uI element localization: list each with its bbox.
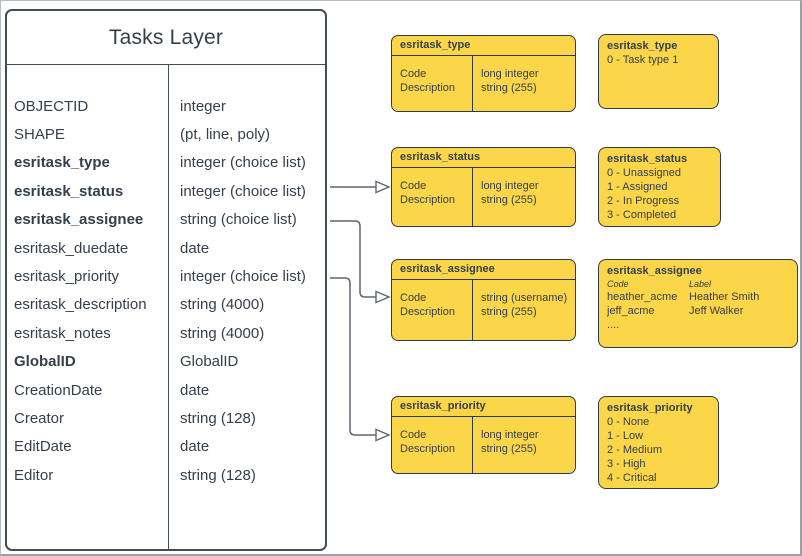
domain-value: 4 - Critical [607,472,657,484]
assignee-label: Jeff Walker [689,304,744,317]
esritask-assignee-schema-box: esritask_assignee Code Description strin… [391,259,576,341]
table-row: esritask_type integer (choice list) [7,149,325,177]
field-name: esritask_type [14,154,110,172]
field-name: esritask_description [14,296,147,314]
connector-priority [330,277,376,436]
schema-field-names: Code Description [392,56,473,111]
field-type: string (128) [180,466,256,484]
arrowhead-status [375,180,391,194]
table-row: Creator string (128) [7,404,325,432]
esritask-priority-values-box: esritask_priority 0 - None 1 - Low 2 - M… [598,396,719,489]
assignee-more-indicator: .... [607,319,620,331]
table-row: CreationDate date [7,376,325,404]
table-row: Editor string (128) [7,461,325,489]
table-row: esritask_priority integer (choice list) [7,262,325,290]
field-name: esritask_notes [14,324,111,342]
tasks-layer-table: Tasks Layer OBJECTID integer SHAPE (pt, li… [5,9,327,551]
table-row: OBJECTID integer [7,92,325,120]
esritask-type-values-box: esritask_type 0 - Task type 1 [598,34,719,109]
domain-value: 3 - Completed [607,209,677,221]
field-type: date [180,239,210,257]
field-name: esritask_duedate [14,239,129,257]
schema-box-title: esritask_assignee [392,260,575,280]
field-name: Editor [14,466,54,484]
values-box-title: esritask_assignee [607,265,702,277]
field-type: string (choice list) [180,211,297,229]
field-type: string (4000) [180,324,265,342]
esritask-status-values-box: esritask_status 0 - Unassigned 1 - Assig… [598,147,721,227]
schema-box-title: esritask_status [392,148,575,168]
field-type: date [180,438,210,456]
table-row: esritask_notes string (4000) [7,319,325,347]
arrowhead-assignee [375,290,391,304]
esritask-type-schema-box: esritask_type Code Description long inte… [391,35,576,112]
assignee-code: jeff_acme [607,304,655,317]
schema-field-names: Code Description [392,417,473,473]
table-row: esritask_assignee string (choice list) [7,206,325,234]
domain-value: 1 - Assigned [607,181,668,193]
field-name: EditDate [14,438,72,456]
field-type: GlobalID [180,353,239,371]
tasks-layer-fields: OBJECTID integer SHAPE (pt, line, poly) es… [7,65,325,549]
field-name: CreationDate [14,381,103,399]
esritask-priority-schema-box: esritask_priority Code Description long … [391,396,576,474]
column-divider [168,65,169,549]
schema-field-types: long integer string (255) [481,429,539,455]
arrowhead-priority [375,428,391,442]
field-type: integer (choice list) [180,182,306,200]
field-name: GlobalID [14,353,76,371]
schema-box-title: esritask_type [392,36,575,56]
table-row: esritask_status integer (choice list) [7,177,325,205]
field-name: esritask_assignee [14,211,144,229]
domain-value: 3 - High [607,458,646,470]
assignee-label-header: Label [689,279,712,289]
field-name: Creator [14,409,65,427]
domain-value: 0 - None [607,416,650,428]
field-name: esritask_priority [14,268,120,286]
field-type: date [180,381,210,399]
assignee-label: Heather Smith [689,291,760,303]
schema-field-types: long integer string (255) [481,180,539,206]
table-row: EditDate date [7,433,325,461]
esritask-assignee-values-box: esritask_assignee Code Label heather_acm… [598,259,798,348]
field-type: integer (choice list) [180,268,306,286]
assignee-code: heather_acme [607,291,678,303]
domain-value: 0 - Unassigned [607,167,681,179]
tasks-layer-title: Tasks Layer [7,11,325,65]
values-box-title: esritask_priority [607,402,693,414]
table-row: GlobalID GlobalID [7,348,325,376]
field-type: string (128) [180,409,256,427]
schema-field-names: Code Description [392,168,473,226]
field-type: (pt, line, poly) [180,126,271,144]
field-type: string (4000) [180,296,265,314]
values-box-title: esritask_status [607,153,688,165]
domain-value: 2 - Medium [607,444,663,456]
table-row: SHAPE (pt, line, poly) [7,120,325,148]
connector-assignee [330,220,376,298]
esritask-status-schema-box: esritask_status Code Description long in… [391,147,576,227]
field-name: esritask_status [14,182,124,200]
field-name: SHAPE [14,126,65,144]
assignee-values-table: Code Label heather_acme Heather Smith je… [607,278,789,318]
table-row: esritask_duedate date [7,234,325,262]
schema-field-names: Code Description [392,280,473,340]
field-type: integer [180,97,226,115]
domain-value: 0 - Task type 1 [607,54,679,66]
field-name: OBJECTID [14,97,89,115]
schema-box-title: esritask_priority [392,397,575,417]
assignee-code-header: Code [607,279,629,289]
table-row: esritask_description string (4000) [7,291,325,319]
values-box-title: esritask_type [607,40,678,52]
schema-field-types: long integer string (255) [481,68,539,94]
domain-value: 1 - Low [607,430,644,442]
schema-field-types: string (username) string (255) [481,292,568,318]
field-type: integer (choice list) [180,154,306,172]
domain-value: 2 - In Progress [607,195,680,207]
